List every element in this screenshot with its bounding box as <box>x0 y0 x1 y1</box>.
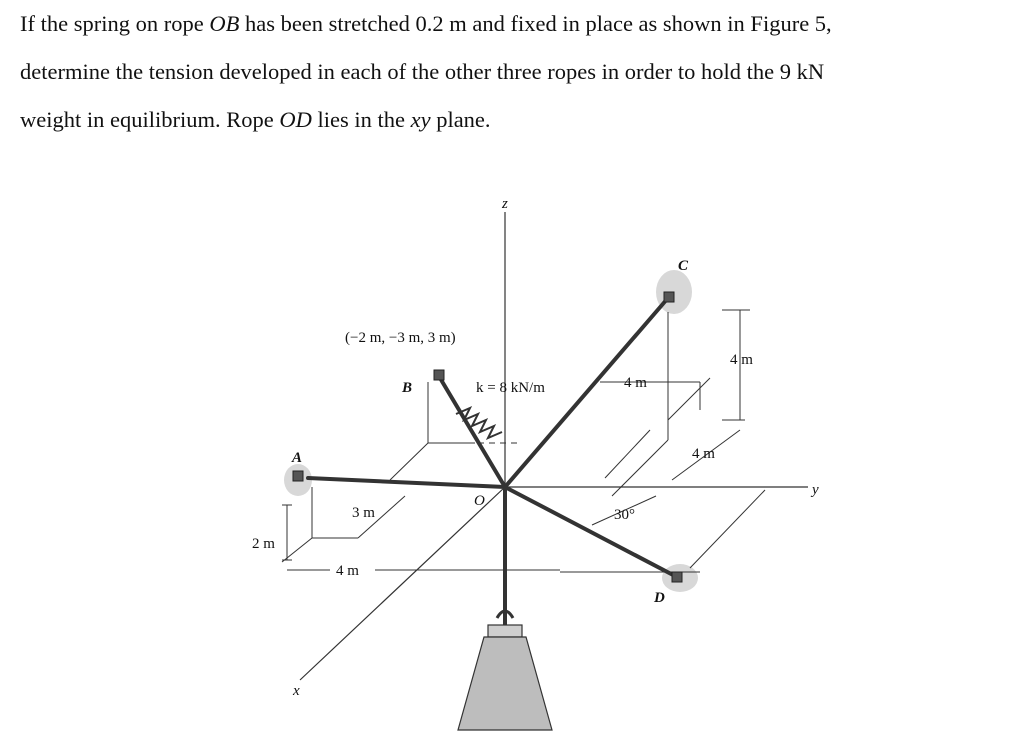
c-right-diagonal <box>667 377 711 421</box>
d-30-arc-line <box>591 495 657 526</box>
dim-4m-right-diagonal <box>671 429 741 481</box>
a-box-diagonal <box>357 495 406 539</box>
point-d-label: D <box>653 590 665 606</box>
dim-4m-x-label: 4 m <box>336 563 359 579</box>
construction-lines <box>281 309 766 573</box>
c-floor-diagonal <box>611 439 669 497</box>
angle-30-label: 30° <box>614 507 635 523</box>
anchor-d <box>671 571 683 583</box>
weight-block <box>457 609 553 731</box>
dim-2m-label: 2 m <box>252 536 275 552</box>
problem-line-3: weight in equilibrium. Rope OD lies in t… <box>20 107 491 132</box>
dim-3m-label: 3 m <box>352 505 375 521</box>
weight-hook <box>495 609 515 619</box>
axis-x-label: x <box>292 683 300 699</box>
spring-coil <box>455 406 503 440</box>
anchors <box>292 291 683 583</box>
x-axis <box>299 486 506 681</box>
problem-line-1: If the spring on rope OB has been stretc… <box>20 11 832 36</box>
spring <box>455 406 503 440</box>
rope-oc <box>503 296 670 489</box>
spring-k-label: k = 8 kN/m <box>476 380 545 396</box>
coord-b-label: (−2 m, −3 m, 3 m) <box>345 330 456 346</box>
b-box-diagonal <box>389 442 429 481</box>
axes <box>299 212 808 681</box>
point-c-label: C <box>678 258 689 274</box>
rope-oa <box>306 476 507 489</box>
weight-top <box>487 624 523 638</box>
figure-labels: z y x O A B C D (−2 m, −3 m, 3 m) k = 8 … <box>252 196 819 699</box>
rope-ob <box>438 376 507 489</box>
point-a-label: A <box>291 450 302 466</box>
dim-4m-top-label: 4 m <box>624 375 647 391</box>
axis-z-label: z <box>501 196 508 212</box>
axis-y-label: y <box>810 482 819 498</box>
anchor-b <box>433 369 445 381</box>
origin-label: O <box>474 493 485 509</box>
weight-body <box>457 636 553 731</box>
d-parallel-diag-2 <box>689 489 766 569</box>
problem-statement: If the spring on rope OB has been stretc… <box>20 0 1010 144</box>
dim-4m-right-label: 4 m <box>692 446 715 462</box>
anchor-c <box>663 291 675 303</box>
dim-4m-vert-label: 4 m <box>730 352 753 368</box>
problem-line-2: determine the tension developed in each … <box>20 59 825 84</box>
point-b-label: B <box>401 380 412 396</box>
rope-od <box>503 485 677 578</box>
ropes <box>306 296 677 632</box>
d-parallel-diag-1 <box>604 429 651 479</box>
anchor-a <box>292 470 304 482</box>
